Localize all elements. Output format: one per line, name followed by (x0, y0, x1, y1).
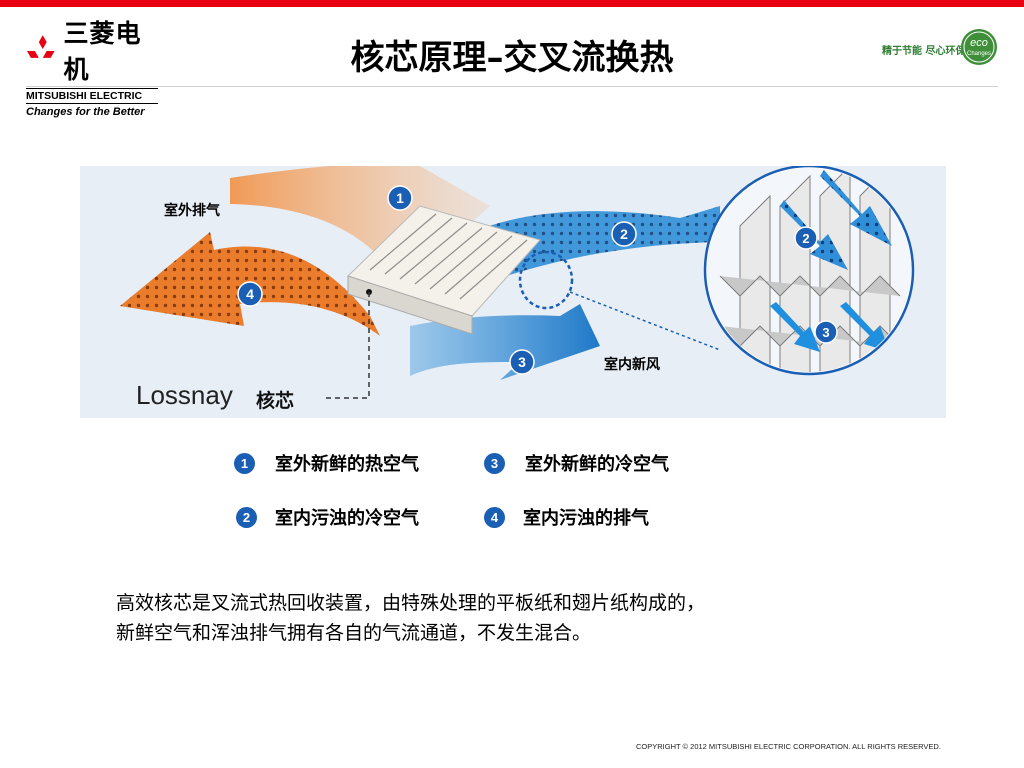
top-red-bar (0, 0, 1024, 7)
brand-name-en: MITSUBISHI ELECTRIC (26, 88, 158, 104)
marker-4-text: 4 (246, 286, 254, 302)
zoom-marker-2-text: 2 (802, 231, 809, 246)
description-line-1: 高效核芯是叉流式热回收装置，由特殊处理的平板纸和翅片纸构成的， (116, 592, 706, 614)
zoom-highlight-circle (518, 250, 574, 310)
legend-badge-3: 3 (484, 452, 505, 474)
legend-item-4: 4 室内污浊的排气 (484, 504, 649, 530)
airflow-illustration: 1 2 3 4 2 3 (120, 166, 915, 399)
description-text: 高效核芯是叉流式热回收装置，由特殊处理的平板纸和翅片纸构成的， 新鲜空气和浑浊排… (116, 588, 936, 648)
marker-1-text: 1 (396, 190, 404, 206)
zoom-marker-3: 3 (814, 320, 838, 344)
zoom-marker-3-text: 3 (822, 325, 829, 340)
description-line-2: 新鲜空气和浑浊排气拥有各自的气流通道，不发生混合。 (116, 622, 592, 644)
legend-text-3: 室外新鲜的冷空气 (525, 454, 669, 475)
diagram-marker-1: 1 (387, 185, 413, 211)
zoom-detail-view (703, 166, 915, 376)
product-name: Lossnay (136, 380, 233, 410)
diagram-marker-4: 4 (237, 281, 263, 307)
zoom-marker-2: 2 (794, 226, 818, 250)
legend-badge-4: 4 (484, 506, 505, 528)
mitsubishi-logo: 三菱电机 MITSUBISHI ELECTRIC Changes for the… (26, 14, 166, 118)
legend-item-1: 1 室外新鲜的热空气 (234, 450, 419, 476)
eco-badge-bottom: Changes (967, 51, 991, 57)
eco-badge-top: eco (970, 37, 988, 49)
page-title: 核芯原理–交叉流换热 (350, 38, 674, 78)
core-leader-line (322, 292, 370, 399)
lossnay-core-diagram: 1 2 3 4 2 3 室外排气 室内新风 Lossnay 核芯 (80, 166, 946, 418)
lossnay-core-block (347, 205, 541, 335)
eco-slogan: 精于节能 尽心环保 (882, 46, 966, 57)
legend-badge-1: 1 (234, 452, 255, 474)
three-diamonds-icon (26, 35, 55, 58)
brand-tagline: Changes for the Better (26, 106, 145, 118)
label-outdoor-exhaust: 室外排气 (164, 203, 220, 219)
diagram-marker-3: 3 (509, 349, 535, 375)
label-indoor-fresh-air: 室内新风 (604, 357, 660, 373)
diagram-marker-2: 2 (611, 221, 637, 247)
eco-changes-badge-icon: eco Changes (961, 29, 997, 65)
header-divider (26, 86, 998, 87)
legend-badge-2: 2 (236, 506, 257, 528)
product-core-label: 核芯 (256, 390, 295, 412)
brand-name-cn: 三菱电机 (63, 19, 142, 84)
legend-text-2: 室内污浊的冷空气 (275, 508, 419, 529)
legend-item-2: 2 室内污浊的冷空气 (236, 504, 419, 530)
marker-3-text: 3 (518, 354, 526, 370)
copyright-notice: COPYRIGHT © 2012 MITSUBISHI ELECTRIC COR… (636, 742, 941, 751)
zoom-connector-line (569, 291, 721, 351)
legend-text-4: 室内污浊的排气 (523, 508, 649, 529)
legend-item-3: 3 室外新鲜的冷空气 (484, 450, 669, 476)
legend-text-1: 室外新鲜的热空气 (275, 454, 419, 475)
marker-2-text: 2 (620, 226, 628, 242)
